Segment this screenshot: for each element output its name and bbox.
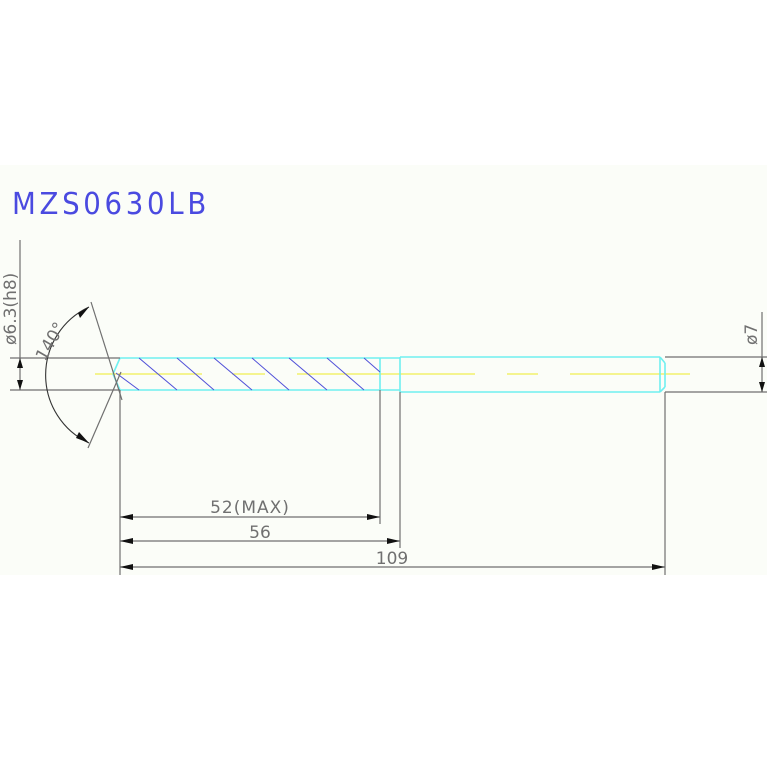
part-number-title: MZS0630LB — [12, 187, 210, 222]
flute-length-label: 52(MAX) — [210, 498, 290, 518]
drill-diameter-dimension: ø6.3(h8) — [1, 273, 23, 390]
body-length-dimension: 56 — [120, 523, 400, 544]
body-length-label: 56 — [249, 523, 271, 543]
shank-outline — [399, 356, 666, 393]
tip-angle-dimension: 140° — [32, 306, 90, 444]
shank-diameter-dimension: ø7 — [742, 324, 765, 392]
overall-length-label: 109 — [376, 549, 408, 569]
drill-diameter-label: ø6.3(h8) — [1, 273, 21, 345]
drawing-background — [0, 165, 767, 575]
extension-lines — [10, 240, 767, 575]
flute-length-dimension: 52(MAX) — [120, 498, 380, 520]
shank-diameter-label: ø7 — [742, 324, 762, 345]
overall-length-dimension: 109 — [120, 549, 665, 570]
